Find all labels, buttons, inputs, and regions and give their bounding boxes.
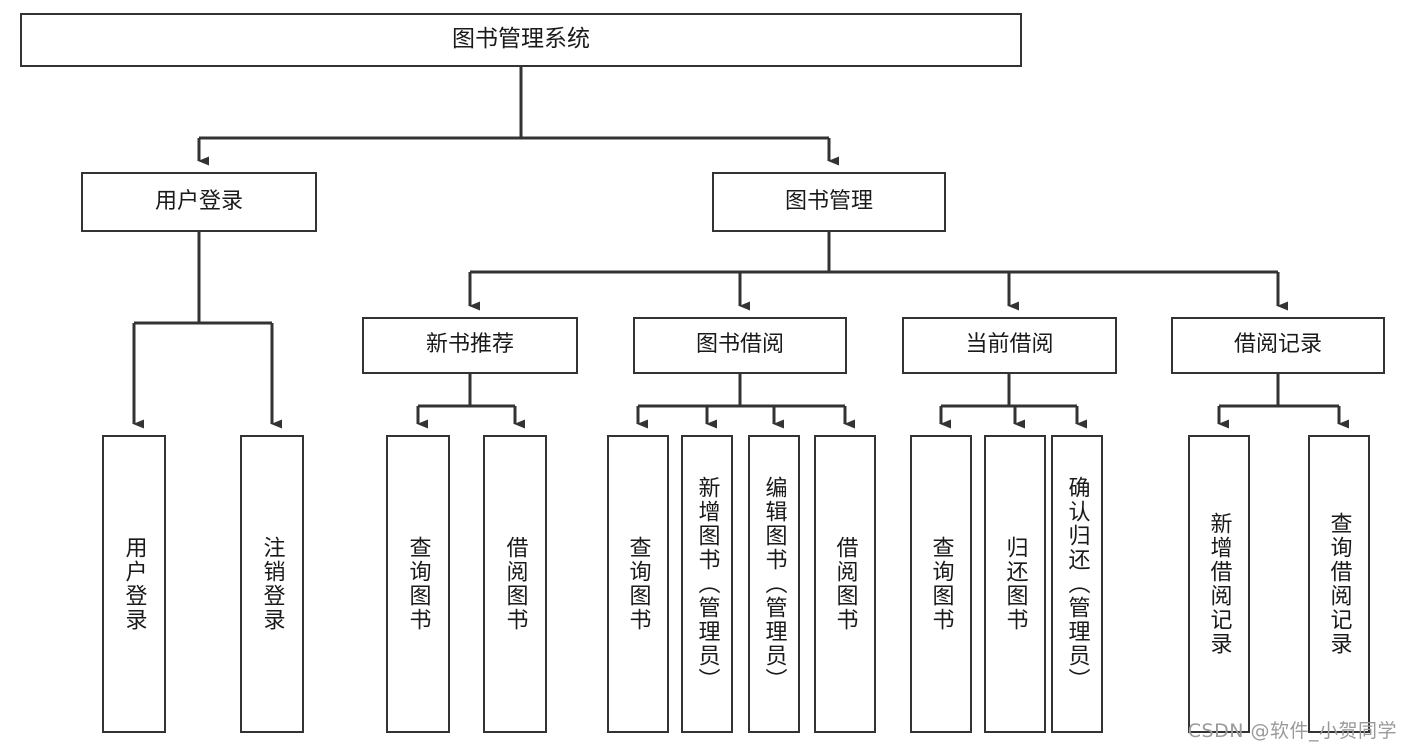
- node-leaf[interactable]: 借阅图书: [814, 435, 876, 733]
- node-leaf[interactable]: 借阅图书: [483, 435, 547, 733]
- node-leaf-label: 借阅图书: [502, 536, 528, 632]
- node-borrow-record-label: 借阅记录: [1233, 332, 1322, 358]
- node-leaf[interactable]: 编辑图书（管理员）: [748, 435, 800, 733]
- node-leaf-label: 注销登录: [259, 536, 285, 632]
- node-leaf-label: 编辑图书（管理员）: [761, 476, 787, 692]
- node-leaf[interactable]: 注销登录: [240, 435, 304, 733]
- node-leaf-label: 查询图书: [405, 536, 431, 632]
- node-leaf-label: 用户登录: [121, 536, 147, 632]
- node-user-login[interactable]: 用户登录: [81, 172, 317, 232]
- node-leaf-label: 查询图书: [928, 536, 954, 632]
- node-leaf[interactable]: 查询图书: [910, 435, 972, 733]
- node-leaf-label: 查询借阅记录: [1326, 512, 1352, 656]
- node-book-borrow-label: 图书借阅: [695, 332, 784, 358]
- node-leaf-label: 新增借阅记录: [1206, 512, 1232, 656]
- node-leaf[interactable]: 查询图书: [386, 435, 450, 733]
- node-leaf-label: 新增图书（管理员）: [694, 476, 720, 692]
- node-leaf[interactable]: 用户登录: [102, 435, 166, 733]
- node-leaf[interactable]: 确认归还（管理员）: [1051, 435, 1103, 733]
- node-leaf-label: 查询图书: [625, 536, 651, 632]
- node-leaf[interactable]: 查询借阅记录: [1308, 435, 1370, 733]
- node-leaf-label: 借阅图书: [832, 536, 858, 632]
- node-root[interactable]: 图书管理系统: [20, 13, 1022, 67]
- node-root-label: 图书管理系统: [452, 26, 590, 53]
- node-leaf[interactable]: 归还图书: [984, 435, 1046, 733]
- node-new-book-recommend-label: 新书推荐: [425, 332, 514, 358]
- node-book-management-label: 图书管理: [784, 188, 873, 214]
- node-leaf-label: 归还图书: [1002, 536, 1028, 632]
- node-current-borrow-label: 当前借阅: [965, 332, 1054, 358]
- node-borrow-record[interactable]: 借阅记录: [1171, 317, 1385, 374]
- node-book-management[interactable]: 图书管理: [712, 172, 946, 232]
- node-leaf-label: 确认归还（管理员）: [1064, 476, 1090, 692]
- node-leaf[interactable]: 查询图书: [607, 435, 669, 733]
- node-leaf[interactable]: 新增图书（管理员）: [681, 435, 733, 733]
- node-current-borrow[interactable]: 当前借阅: [902, 317, 1117, 374]
- watermark-text: CSDN @软件_小贺同学: [1187, 720, 1397, 742]
- node-leaf[interactable]: 新增借阅记录: [1188, 435, 1250, 733]
- node-new-book-recommend[interactable]: 新书推荐: [362, 317, 578, 374]
- node-user-login-label: 用户登录: [154, 188, 243, 214]
- node-book-borrow[interactable]: 图书借阅: [633, 317, 847, 374]
